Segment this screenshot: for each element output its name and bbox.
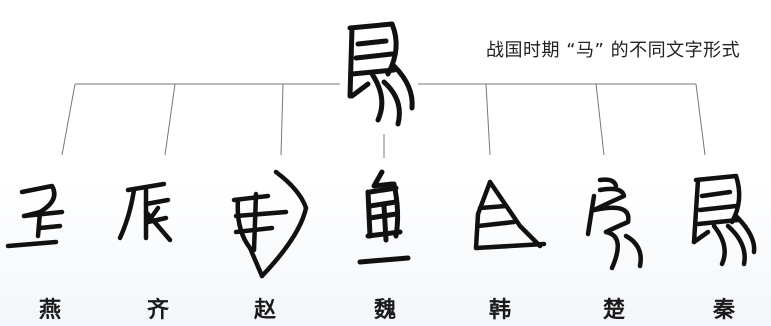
diagram-title: 战国时期 “马” 的不同文字形式 [486, 40, 741, 61]
state-label-wei: 魏 [373, 298, 396, 323]
wei-ma-glyph [357, 169, 411, 265]
yan-ma-glyph [5, 183, 65, 249]
connector-branch-yan [61, 83, 76, 156]
chu-ma-glyph [585, 177, 643, 271]
state-label-zhao: 赵 [253, 298, 276, 323]
state-label-han: 韩 [488, 298, 511, 323]
connector-branch-chu [595, 83, 605, 156]
state-label-chu: 楚 [602, 298, 625, 323]
connector-tree [61, 83, 706, 158]
connector-branch-zhao [280, 83, 284, 156]
state-label-qin: 秦 [712, 298, 735, 323]
connector-branch-han [485, 83, 491, 156]
ma-character-glyph-center [347, 21, 415, 127]
han-ma-glyph [473, 179, 547, 251]
state-label-qi: 齐 [146, 298, 169, 323]
connector-branch-qin [695, 83, 706, 156]
qi-ma-glyph [117, 181, 173, 243]
zhao-ma-glyph [231, 169, 309, 279]
qin-ma-glyph [691, 173, 757, 267]
connector-branch-qi [164, 83, 176, 156]
state-label-yan: 燕 [38, 298, 61, 323]
